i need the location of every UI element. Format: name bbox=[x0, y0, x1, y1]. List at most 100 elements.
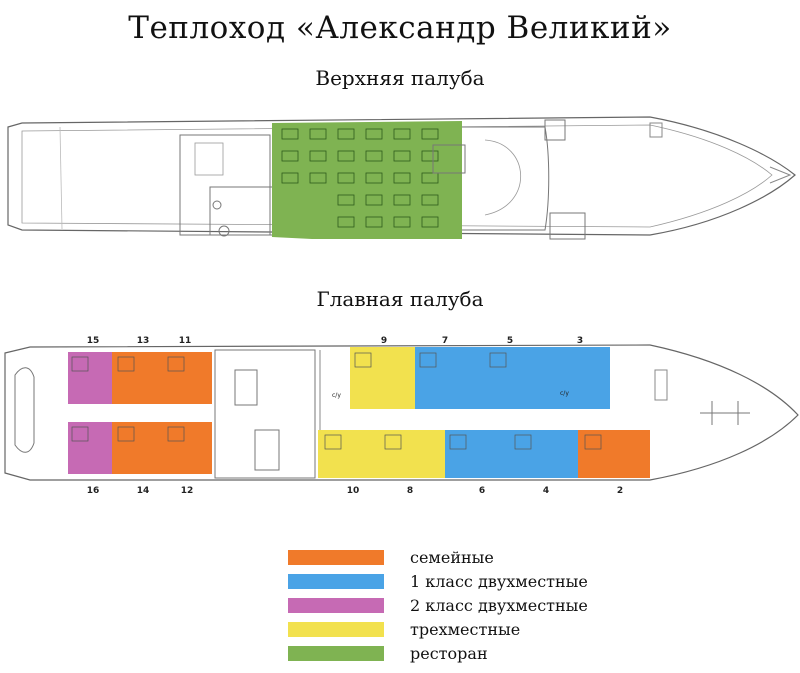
legend-item: 1 класс двухместные bbox=[288, 569, 588, 593]
legend-item: ресторан bbox=[288, 641, 588, 665]
upper-deck-hull bbox=[7, 116, 796, 236]
legend-swatch bbox=[288, 645, 384, 661]
restaurant-table bbox=[421, 194, 439, 206]
berth bbox=[167, 356, 185, 372]
cabin-13 bbox=[112, 352, 164, 404]
cabin-numbers-bottom: 16 14 12 10 8 6 4 2 bbox=[87, 486, 623, 496]
berth bbox=[419, 352, 437, 368]
berth bbox=[167, 426, 185, 442]
cabin-6 bbox=[445, 430, 510, 478]
berth bbox=[514, 434, 532, 450]
restaurant-table bbox=[337, 128, 355, 140]
service-block-aft bbox=[214, 349, 316, 479]
cabin-number: 6 bbox=[479, 486, 485, 496]
restaurant-table bbox=[281, 150, 299, 162]
restaurant-table bbox=[393, 128, 411, 140]
restaurant-table bbox=[393, 194, 411, 206]
cabin-number: 2 bbox=[617, 486, 623, 496]
restaurant-table bbox=[365, 172, 383, 184]
wc-label: с/у bbox=[560, 390, 569, 397]
restaurant-table bbox=[393, 150, 411, 162]
restaurant-table bbox=[365, 128, 383, 140]
upper-deck-inner-line bbox=[21, 124, 773, 228]
restaurant-table bbox=[365, 216, 383, 228]
restaurant-table bbox=[337, 172, 355, 184]
cabin-number: 5 bbox=[507, 336, 513, 346]
restaurant-area bbox=[272, 121, 462, 239]
cabin-9 bbox=[350, 347, 415, 409]
cabin-berths bbox=[71, 352, 602, 450]
berth bbox=[324, 434, 342, 450]
legend-swatch bbox=[288, 573, 384, 589]
cabin-7 bbox=[415, 347, 485, 409]
cabin-number: 8 bbox=[407, 486, 413, 496]
restaurant-table bbox=[309, 172, 327, 184]
berth bbox=[71, 356, 89, 372]
cabin-11 bbox=[164, 352, 212, 404]
berth bbox=[354, 352, 372, 368]
legend-item: семейные bbox=[288, 545, 588, 569]
cabin-number: 14 bbox=[137, 486, 150, 496]
restaurant-table bbox=[365, 150, 383, 162]
cabin-number: 3 bbox=[577, 336, 583, 346]
cabin-number: 13 bbox=[137, 336, 150, 346]
cabin-10 bbox=[318, 430, 380, 478]
legend-label: семейные bbox=[410, 547, 494, 567]
cabin-number: 10 bbox=[347, 486, 360, 496]
legend-item: трехместные bbox=[288, 617, 588, 641]
cabin-16 bbox=[68, 422, 112, 474]
upper-deck-title: Верхняя палуба bbox=[315, 66, 485, 90]
main-deck-title: Главная палуба bbox=[316, 287, 484, 311]
legend: семейные 1 класс двухместные 2 класс двухм… bbox=[288, 545, 588, 665]
berth bbox=[117, 426, 135, 442]
restaurant-table bbox=[421, 216, 439, 228]
cabin-2 bbox=[578, 430, 650, 478]
page-title: Теплоход «Александр Великий» bbox=[128, 10, 672, 46]
cabin-number: 15 bbox=[87, 336, 100, 346]
tender-boat bbox=[14, 367, 35, 453]
legend-label: 2 класс двухместные bbox=[410, 595, 588, 615]
restaurant-table bbox=[309, 128, 327, 140]
upper-deck-plan bbox=[7, 116, 796, 240]
cabin-8 bbox=[380, 430, 445, 478]
berth bbox=[384, 434, 402, 450]
restaurant-table bbox=[337, 194, 355, 206]
main-deck-hull bbox=[4, 344, 799, 481]
berth bbox=[489, 352, 507, 368]
legend-swatch bbox=[288, 621, 384, 637]
cabin-12 bbox=[164, 422, 212, 474]
cabin-number: 9 bbox=[381, 336, 387, 346]
cabin-number: 11 bbox=[179, 336, 192, 346]
berth bbox=[71, 426, 89, 442]
restaurant-table bbox=[309, 150, 327, 162]
cabin-number: 7 bbox=[442, 336, 448, 346]
cabin-numbers-top: 15 13 11 9 7 5 3 bbox=[87, 336, 583, 346]
restaurant-table bbox=[337, 150, 355, 162]
restaurant-table bbox=[281, 172, 299, 184]
cabin-4 bbox=[510, 430, 578, 478]
cabin-3 bbox=[565, 347, 610, 409]
cabin-number: 12 bbox=[181, 486, 194, 496]
cabin-15 bbox=[68, 352, 112, 404]
upper-galley bbox=[179, 134, 271, 236]
wc-label: с/у bbox=[332, 392, 341, 399]
main-deck-plan: 15 13 11 9 7 5 3 16 14 12 10 8 6 4 2 с/у с/у bbox=[4, 336, 799, 496]
restaurant-table bbox=[421, 128, 439, 140]
restaurant-table bbox=[393, 216, 411, 228]
legend-label: 1 класс двухместные bbox=[410, 571, 588, 591]
cabin-number: 4 bbox=[543, 486, 549, 496]
legend-label: ресторан bbox=[410, 643, 488, 663]
cabin-number: 16 bbox=[87, 486, 100, 496]
legend-item: 2 класс двухместные bbox=[288, 593, 588, 617]
legend-label: трехместные bbox=[410, 619, 521, 639]
upper-lounge bbox=[462, 126, 550, 231]
restaurant-table bbox=[337, 216, 355, 228]
restaurant-table bbox=[421, 150, 439, 162]
berth bbox=[449, 434, 467, 450]
restaurant-table bbox=[365, 194, 383, 206]
cabin-14 bbox=[112, 422, 164, 474]
restaurant-table bbox=[281, 128, 299, 140]
cabin-5 bbox=[485, 347, 565, 409]
berth bbox=[117, 356, 135, 372]
restaurant-tables bbox=[281, 128, 439, 228]
